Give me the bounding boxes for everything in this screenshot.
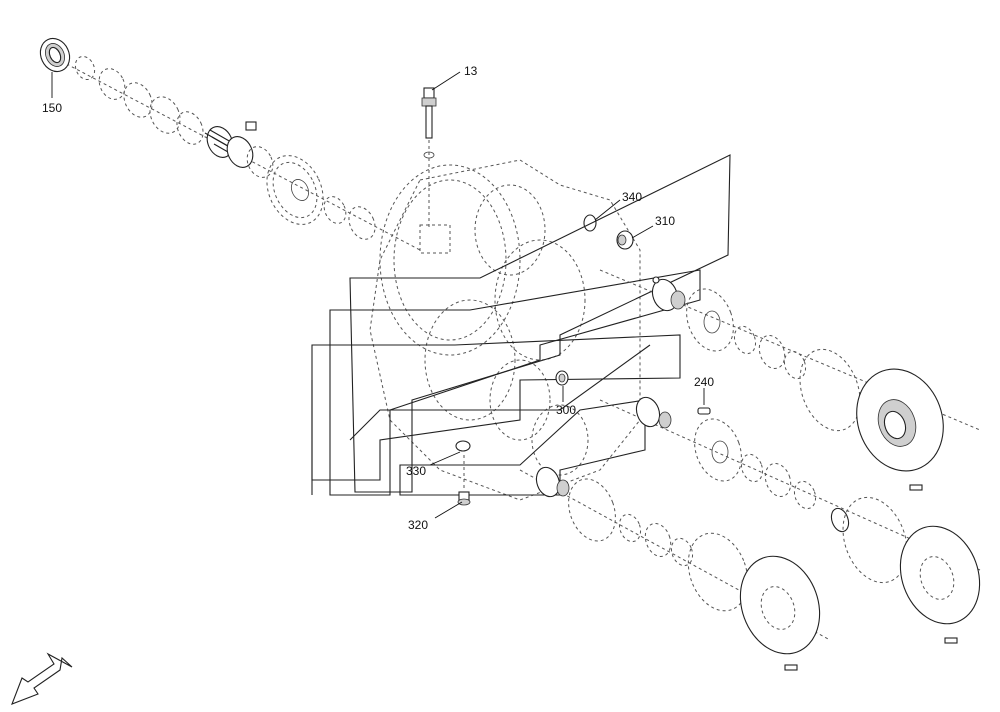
upper-gear-part xyxy=(266,155,324,225)
middle-bearing-part xyxy=(651,276,686,312)
plug-310-part xyxy=(616,230,634,250)
callout-320: 320 xyxy=(408,518,429,532)
lower-right-cover-part xyxy=(899,525,981,625)
middle-cover-part xyxy=(856,368,944,472)
pin-240-part xyxy=(697,407,711,415)
bolt-13-part xyxy=(421,87,437,230)
leader-lines xyxy=(51,71,705,519)
callout-310: 310 xyxy=(655,214,676,228)
middle-shaft-assembly xyxy=(599,269,981,491)
spline-hub-part xyxy=(204,121,257,168)
lower-left-cover-part xyxy=(739,555,821,655)
lower-shaft-assembly xyxy=(519,396,981,671)
part-320 xyxy=(457,455,471,506)
upper-shaft-assembly xyxy=(39,37,421,251)
part-330 xyxy=(455,440,471,452)
gear-housing xyxy=(369,159,641,501)
lower-gear-part xyxy=(694,418,742,482)
lower-left-bearing-part xyxy=(535,466,570,498)
part-300 xyxy=(555,370,569,386)
callout-13: 13 xyxy=(464,64,478,78)
lower-bearing-part xyxy=(635,396,672,429)
middle-gear-part xyxy=(686,288,734,352)
sealant-outline xyxy=(311,154,731,496)
callout-150: 150 xyxy=(42,101,63,115)
callout-330: 330 xyxy=(406,464,427,478)
callout-340: 340 xyxy=(622,190,643,204)
direction-arrow-icon xyxy=(11,652,73,705)
callout-300: 300 xyxy=(556,403,577,417)
seal-150-part xyxy=(39,37,71,73)
ring-340-part xyxy=(583,214,597,232)
callout-240: 240 xyxy=(694,375,715,389)
